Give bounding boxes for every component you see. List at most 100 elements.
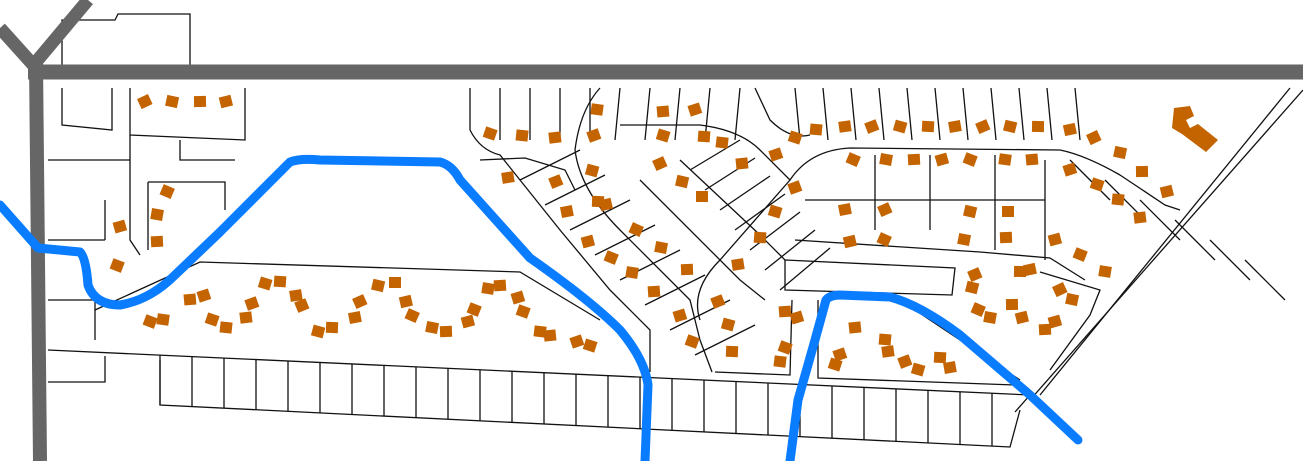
building [1062, 122, 1077, 137]
building [218, 94, 234, 109]
large-building [1172, 106, 1218, 152]
building [598, 197, 613, 212]
building [876, 232, 892, 248]
lot-divider [1018, 87, 1025, 141]
building [753, 231, 767, 244]
building [273, 275, 287, 288]
lot-divider [594, 224, 656, 256]
building [466, 302, 482, 317]
building [1047, 232, 1063, 247]
building [533, 325, 547, 338]
parcel-boundary [754, 87, 811, 137]
building [515, 304, 531, 319]
building [1135, 165, 1149, 178]
building [257, 276, 273, 291]
buildings [109, 94, 1218, 377]
building [878, 333, 892, 346]
building [1065, 292, 1080, 307]
lot-divider [934, 87, 941, 141]
junction-road-west [0, 23, 41, 73]
building [881, 345, 895, 358]
building [493, 279, 507, 292]
building [943, 361, 957, 374]
junction-road-north [31, 0, 93, 67]
building [1113, 145, 1128, 160]
building [778, 305, 792, 318]
building [832, 347, 848, 362]
building [789, 310, 805, 325]
lot-divider [1069, 159, 1111, 201]
lot-divider [850, 87, 857, 141]
building [156, 313, 170, 326]
building [628, 222, 644, 238]
building [548, 131, 562, 144]
building [907, 153, 921, 166]
parcel-boundary [48, 356, 106, 383]
lot-divider [779, 247, 831, 291]
building [439, 325, 453, 338]
building [731, 258, 745, 271]
building [219, 321, 233, 334]
building [183, 293, 197, 306]
building [482, 126, 498, 141]
building [787, 180, 803, 195]
building [672, 308, 688, 323]
building [109, 258, 125, 273]
building [684, 334, 700, 349]
building [582, 338, 598, 353]
building [963, 204, 978, 219]
building [892, 119, 908, 134]
parcel-boundary [48, 299, 96, 340]
building [655, 128, 671, 143]
building [165, 94, 180, 109]
building [725, 345, 739, 358]
lot-divider [1046, 87, 1053, 141]
building [767, 204, 783, 219]
building [548, 174, 564, 189]
building [1072, 247, 1088, 262]
building [654, 240, 669, 255]
lot-divider [519, 149, 581, 181]
building [389, 277, 401, 288]
lot-divider [794, 87, 801, 141]
parcel-boundary [794, 239, 1086, 281]
lot-divider [822, 87, 829, 141]
lot-divider [1074, 87, 1081, 141]
building [948, 120, 962, 133]
lot-divider [1174, 219, 1216, 261]
building [310, 324, 326, 339]
lot-divider [1139, 199, 1181, 241]
parcel-boundary [469, 88, 651, 372]
building [352, 294, 368, 310]
lot-divider [614, 87, 621, 141]
lot-divider [990, 87, 997, 141]
building [1047, 314, 1063, 329]
building [999, 231, 1013, 244]
parcel-boundary [1039, 271, 1101, 371]
parcel-boundary [94, 261, 601, 321]
building [879, 153, 893, 166]
parcel-boundary [61, 13, 191, 67]
parcel-boundary [639, 179, 766, 301]
building [347, 310, 362, 325]
building [710, 294, 726, 309]
lot-divider [749, 211, 801, 251]
building [1025, 153, 1039, 166]
parcel-boundary [1029, 89, 1303, 401]
building [715, 136, 729, 149]
building [675, 174, 690, 189]
building [680, 263, 694, 276]
building [586, 128, 602, 143]
side-road [29, 61, 47, 461]
building [970, 302, 986, 317]
parcel-boundary [620, 124, 791, 181]
building [845, 152, 861, 167]
lot-divider [1244, 259, 1286, 301]
building [289, 289, 303, 302]
rivers [0, 154, 1083, 461]
building [1014, 310, 1030, 325]
building [625, 266, 639, 279]
building [584, 163, 600, 178]
